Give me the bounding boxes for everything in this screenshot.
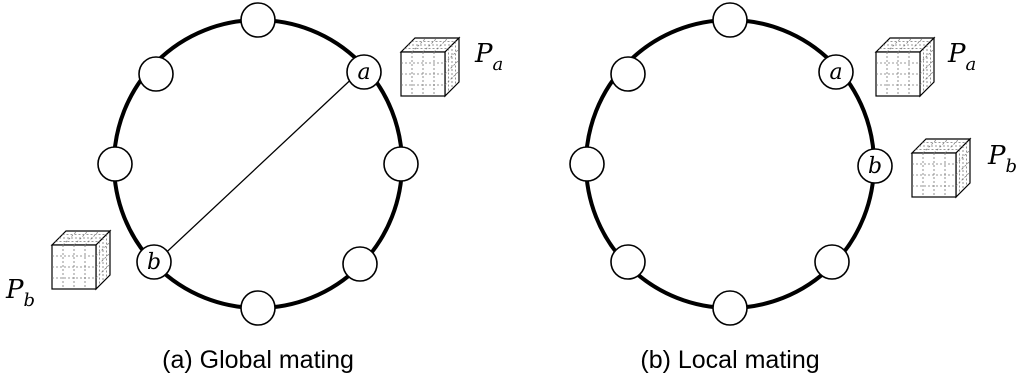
chord-a-b (155, 71, 360, 263)
node-b-label: b (868, 154, 882, 179)
ring-node (569, 146, 605, 182)
panel-global-mating: a b Pa Pb (a) Global mating (5, 2, 503, 374)
ring-node (138, 56, 174, 92)
ring-node (814, 244, 850, 280)
cube-pb (51, 230, 111, 290)
node-a (346, 54, 382, 90)
ring-node (383, 146, 419, 182)
node-b (857, 148, 893, 184)
caption-local: (b) Local mating (640, 346, 819, 374)
ring-node (240, 2, 276, 38)
ring-node (712, 2, 748, 38)
ring-node (712, 290, 748, 326)
ring-node (610, 56, 646, 92)
node-b-label: b (147, 250, 161, 275)
ring-node (610, 244, 646, 280)
cube-pa (875, 37, 935, 97)
cube-pa (400, 37, 460, 97)
cube-pb (911, 138, 971, 198)
cube-pa-label: Pa (947, 39, 976, 75)
cube-pb-label: Pb (5, 275, 35, 311)
cube-pb-label: Pb (987, 141, 1017, 177)
ring-node (240, 290, 276, 326)
node-a (818, 54, 854, 90)
panel-local-mating: a b Pa Pb (b) Local mating (569, 2, 1017, 374)
node-b (136, 244, 172, 280)
cube-pa-label: Pa (474, 39, 503, 75)
node-a-label: a (357, 60, 370, 85)
caption-global: (a) Global mating (162, 346, 354, 374)
node-a-label: a (829, 60, 842, 85)
ring-node (97, 146, 133, 182)
ring-node (342, 246, 378, 282)
